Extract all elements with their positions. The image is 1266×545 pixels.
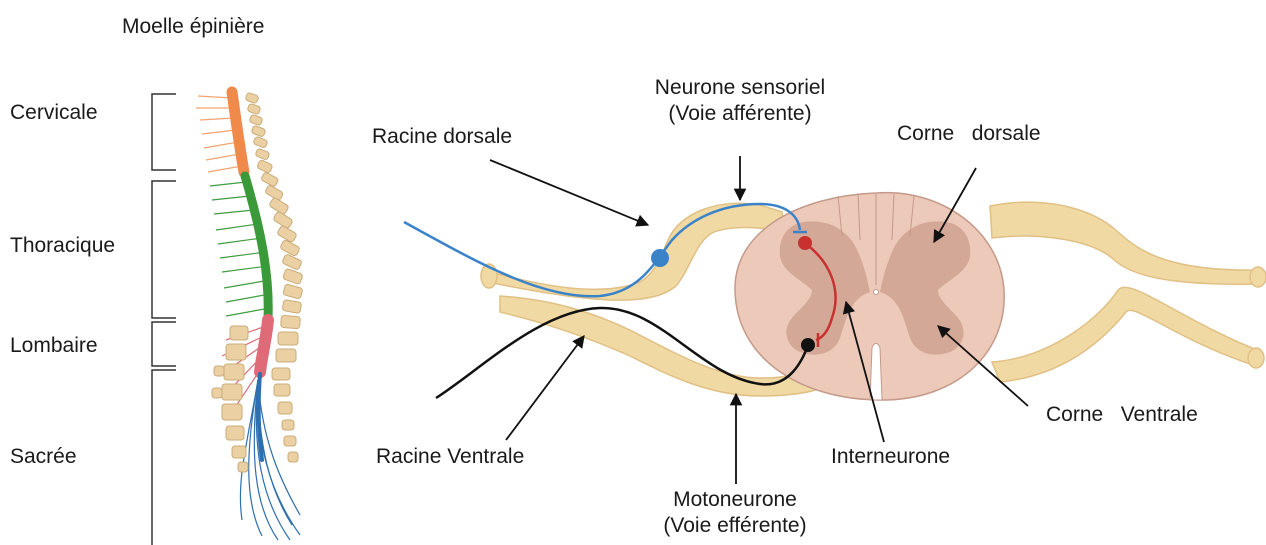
right-ventral-root xyxy=(992,287,1262,382)
arrow-dorsal-root xyxy=(490,160,648,225)
interneuron-cell-body xyxy=(798,236,812,250)
bracket-lombaire xyxy=(152,322,176,366)
region-brackets xyxy=(152,94,176,545)
sensory-cell-body xyxy=(651,249,669,267)
arrow-ventral-root xyxy=(506,336,584,440)
bracket-sacree xyxy=(152,370,176,545)
right-dorsal-root xyxy=(990,202,1262,284)
central-canal xyxy=(874,290,879,295)
spinal-cord-section xyxy=(735,193,1004,400)
spine-cord-sacral xyxy=(259,374,262,460)
right-nerve-end-upper xyxy=(1250,267,1266,287)
spine-cord-lumbar xyxy=(260,320,268,372)
bracket-cervicale xyxy=(152,94,176,170)
spine-illustration xyxy=(196,92,303,540)
bracket-thoracique xyxy=(152,181,176,318)
right-nerve-end-lower xyxy=(1248,348,1264,368)
ventral-fissure xyxy=(870,344,882,401)
motor-cell-body xyxy=(801,338,815,352)
white-matter xyxy=(735,193,1004,400)
spine-cord-cervical xyxy=(232,92,244,172)
